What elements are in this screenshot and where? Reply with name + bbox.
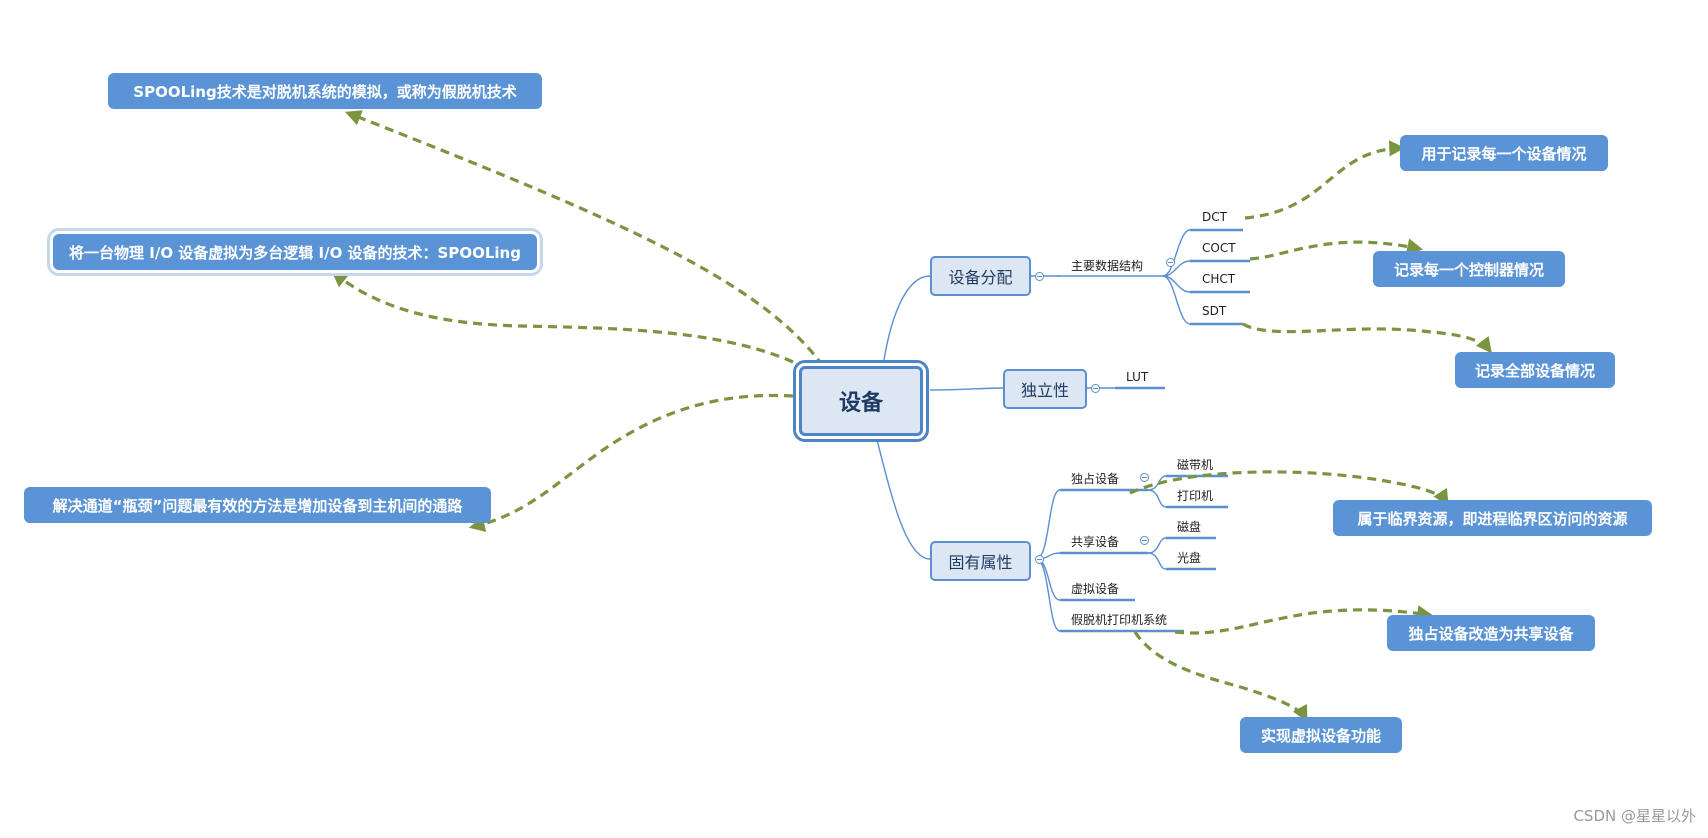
- collapse-exclusive-icon[interactable]: [1140, 473, 1149, 482]
- leaf-coct[interactable]: COCT: [1202, 241, 1236, 255]
- arrow-dct-note: [1244, 140, 1406, 220]
- line-attr-exclusive: [1035, 489, 1061, 560]
- leaf-underlines: [1060, 228, 1250, 633]
- leaf-chct[interactable]: CHCT: [1202, 272, 1236, 286]
- note-sdt[interactable]: 记录全部设备情况: [1455, 352, 1615, 388]
- leaf-printer[interactable]: 打印机: [1177, 489, 1214, 503]
- arrow-spool-virtual: [1133, 631, 1308, 722]
- note-dct[interactable]: 用于记录每一个设备情况: [1400, 135, 1608, 171]
- tree-lines: [875, 229, 1191, 632]
- note-spooling-simulation[interactable]: SPOOLing技术是对脱机系统的模拟，或称为假脱机技术: [108, 73, 542, 109]
- line-root-attributes: [875, 435, 931, 560]
- leaf-dct[interactable]: DCT: [1202, 210, 1227, 224]
- leaf-optical-disk[interactable]: 光盘: [1177, 551, 1202, 565]
- collapse-shared-icon[interactable]: [1140, 536, 1149, 545]
- line-sh-disk: [1147, 537, 1167, 554]
- leaf-sdt[interactable]: SDT: [1202, 304, 1227, 318]
- leaf-lut[interactable]: LUT: [1126, 370, 1149, 384]
- leaf-exclusive-device[interactable]: 独占设备: [1071, 472, 1120, 486]
- collapse-independence-icon[interactable]: [1091, 384, 1100, 393]
- collapse-attributes-icon[interactable]: [1035, 555, 1044, 564]
- arrow-root-spooling-sim: [345, 110, 825, 367]
- branch-inherent-attributes[interactable]: 固有属性: [930, 541, 1031, 581]
- note-spooling-definition[interactable]: 将一台物理 I/O 设备虚拟为多台逻辑 I/O 设备的技术：SPOOLing: [53, 234, 537, 270]
- note-channel-bottleneck[interactable]: 解决通道“瓶颈”问题最有效的方法是增加设备到主机间的通路: [24, 487, 491, 523]
- line-attr-spool: [1035, 558, 1061, 632]
- line-root-allocation: [882, 275, 931, 367]
- root-node-device[interactable]: 设备: [799, 366, 923, 436]
- arrow-root-bottleneck: [468, 393, 794, 532]
- relation-arrows: [331, 110, 1492, 722]
- note-critical-resource[interactable]: 属于临界资源，即进程临界区访问的资源: [1333, 500, 1652, 536]
- leaf-shared-device[interactable]: 共享设备: [1071, 535, 1120, 549]
- arrow-root-spooling-def: [331, 270, 794, 364]
- note-coct[interactable]: 记录每一个控制器情况: [1373, 251, 1565, 287]
- line-sh-optical: [1147, 552, 1167, 570]
- note-exclusive-to-shared[interactable]: 独占设备改造为共享设备: [1387, 615, 1595, 651]
- leaf-tape-drive[interactable]: 磁带机: [1177, 458, 1214, 472]
- leaf-virtual-device[interactable]: 虚拟设备: [1071, 582, 1120, 596]
- arrow-exclusive-critical: [1129, 470, 1449, 506]
- leaf-spooling-system[interactable]: 假脱机打印机系统: [1071, 613, 1168, 627]
- collapse-ds-icon[interactable]: [1166, 258, 1175, 267]
- watermark: CSDN @星星以外: [1573, 807, 1696, 825]
- arrow-sdt-note: [1242, 322, 1492, 354]
- leaf-data-structures[interactable]: 主要数据结构: [1071, 259, 1144, 273]
- note-virtual-function[interactable]: 实现虚拟设备功能: [1240, 717, 1402, 753]
- line-ds-sdt: [1162, 275, 1191, 325]
- collapse-allocation-icon[interactable]: [1035, 272, 1044, 281]
- arrow-coct-note: [1249, 238, 1424, 261]
- line-ex-printer: [1147, 489, 1167, 508]
- branch-device-allocation[interactable]: 设备分配: [930, 256, 1031, 296]
- line-root-independence: [929, 387, 1004, 391]
- line-ds-dct: [1162, 229, 1191, 277]
- line-ds-coct: [1162, 260, 1191, 277]
- branch-independence[interactable]: 独立性: [1003, 369, 1087, 409]
- leaf-disk[interactable]: 磁盘: [1177, 520, 1202, 534]
